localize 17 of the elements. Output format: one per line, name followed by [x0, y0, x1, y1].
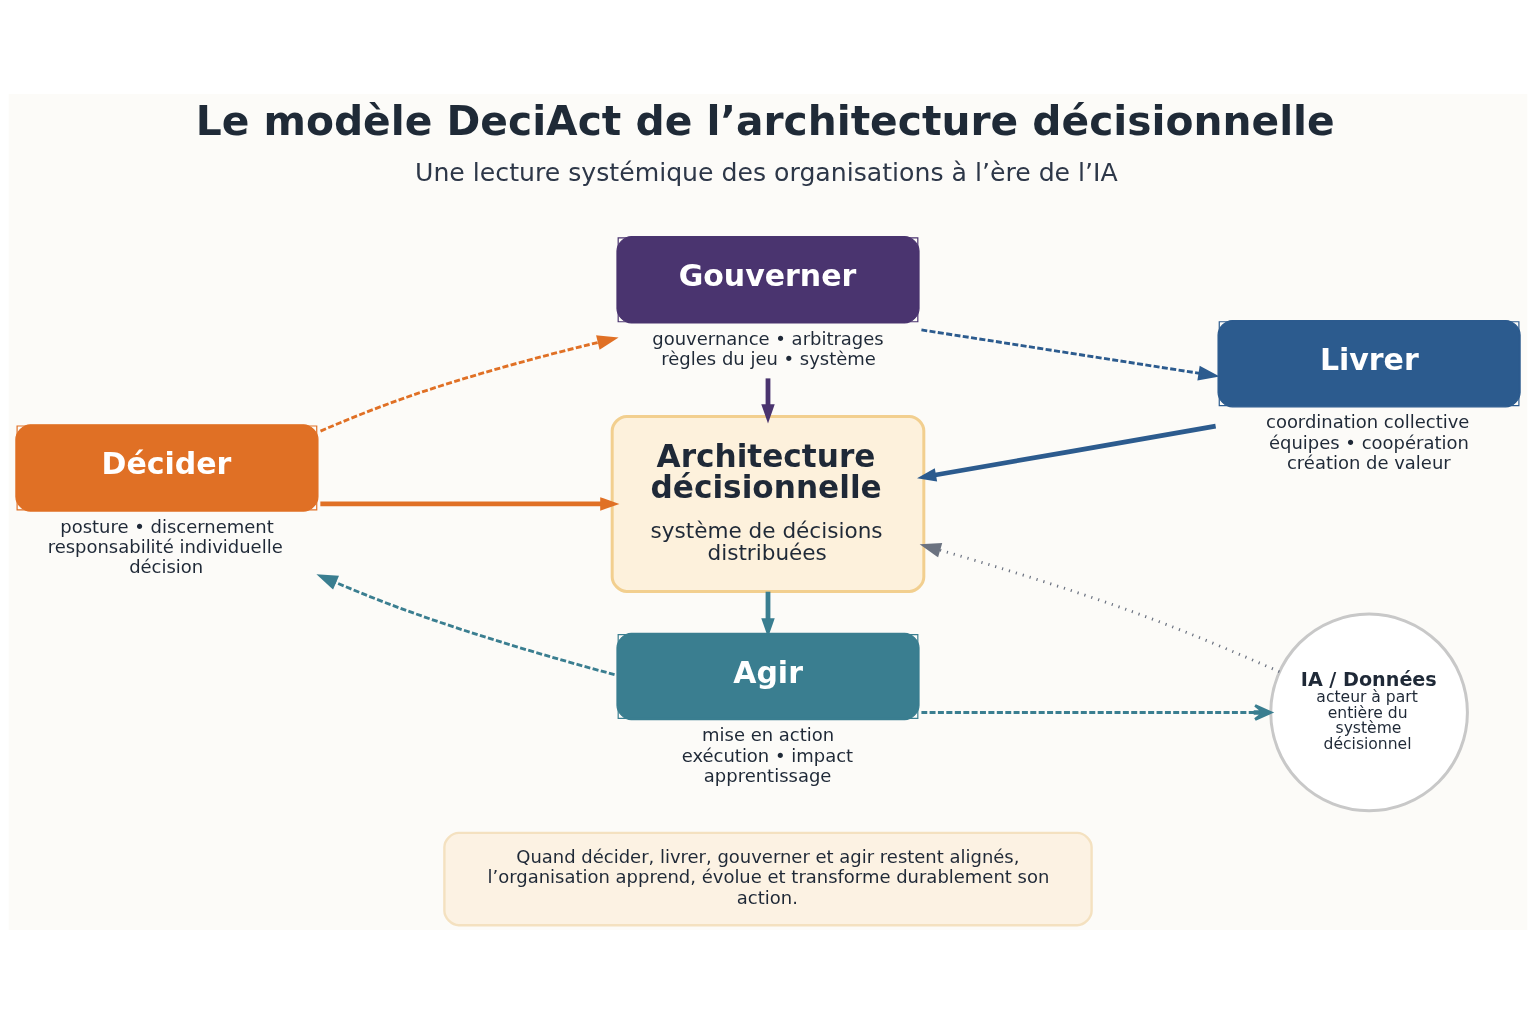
arrow: [316, 574, 615, 677]
node-label: mise en action exécution • impact apprentissage: [681, 724, 854, 786]
node-label: gouvernance • arbitrages règles du jeu • système: [652, 327, 884, 369]
arrow: [320, 497, 620, 511]
arrow: [761, 378, 775, 424]
diagram-title: Le modèle DeciAct de l’architecture décisionnelle: [195, 96, 1335, 145]
node-box: Quand décider, livrer, gouverner et agir restent alignés, l’organisation apprend, évolue et transforme durablement son action.: [443, 831, 1093, 927]
arrow: [319, 335, 619, 433]
node-box: Architecture décisionnelle système de décisions distribuées: [610, 414, 926, 593]
arrow: [921, 704, 1273, 721]
label: Une lecture systémique des organisations à l’ère de l’IA: [415, 157, 1118, 187]
arrow: [921, 328, 1220, 381]
node-circle: IA / Données acteur à part entière du système décisionnel: [1269, 612, 1469, 813]
arrow: [919, 542, 1280, 674]
node-label: coordination collective équipes • coopération création de valeur: [1266, 411, 1470, 474]
node-label: posture • discernement responsabilité individuelle décision: [47, 515, 283, 578]
arrow: [917, 423, 1217, 482]
